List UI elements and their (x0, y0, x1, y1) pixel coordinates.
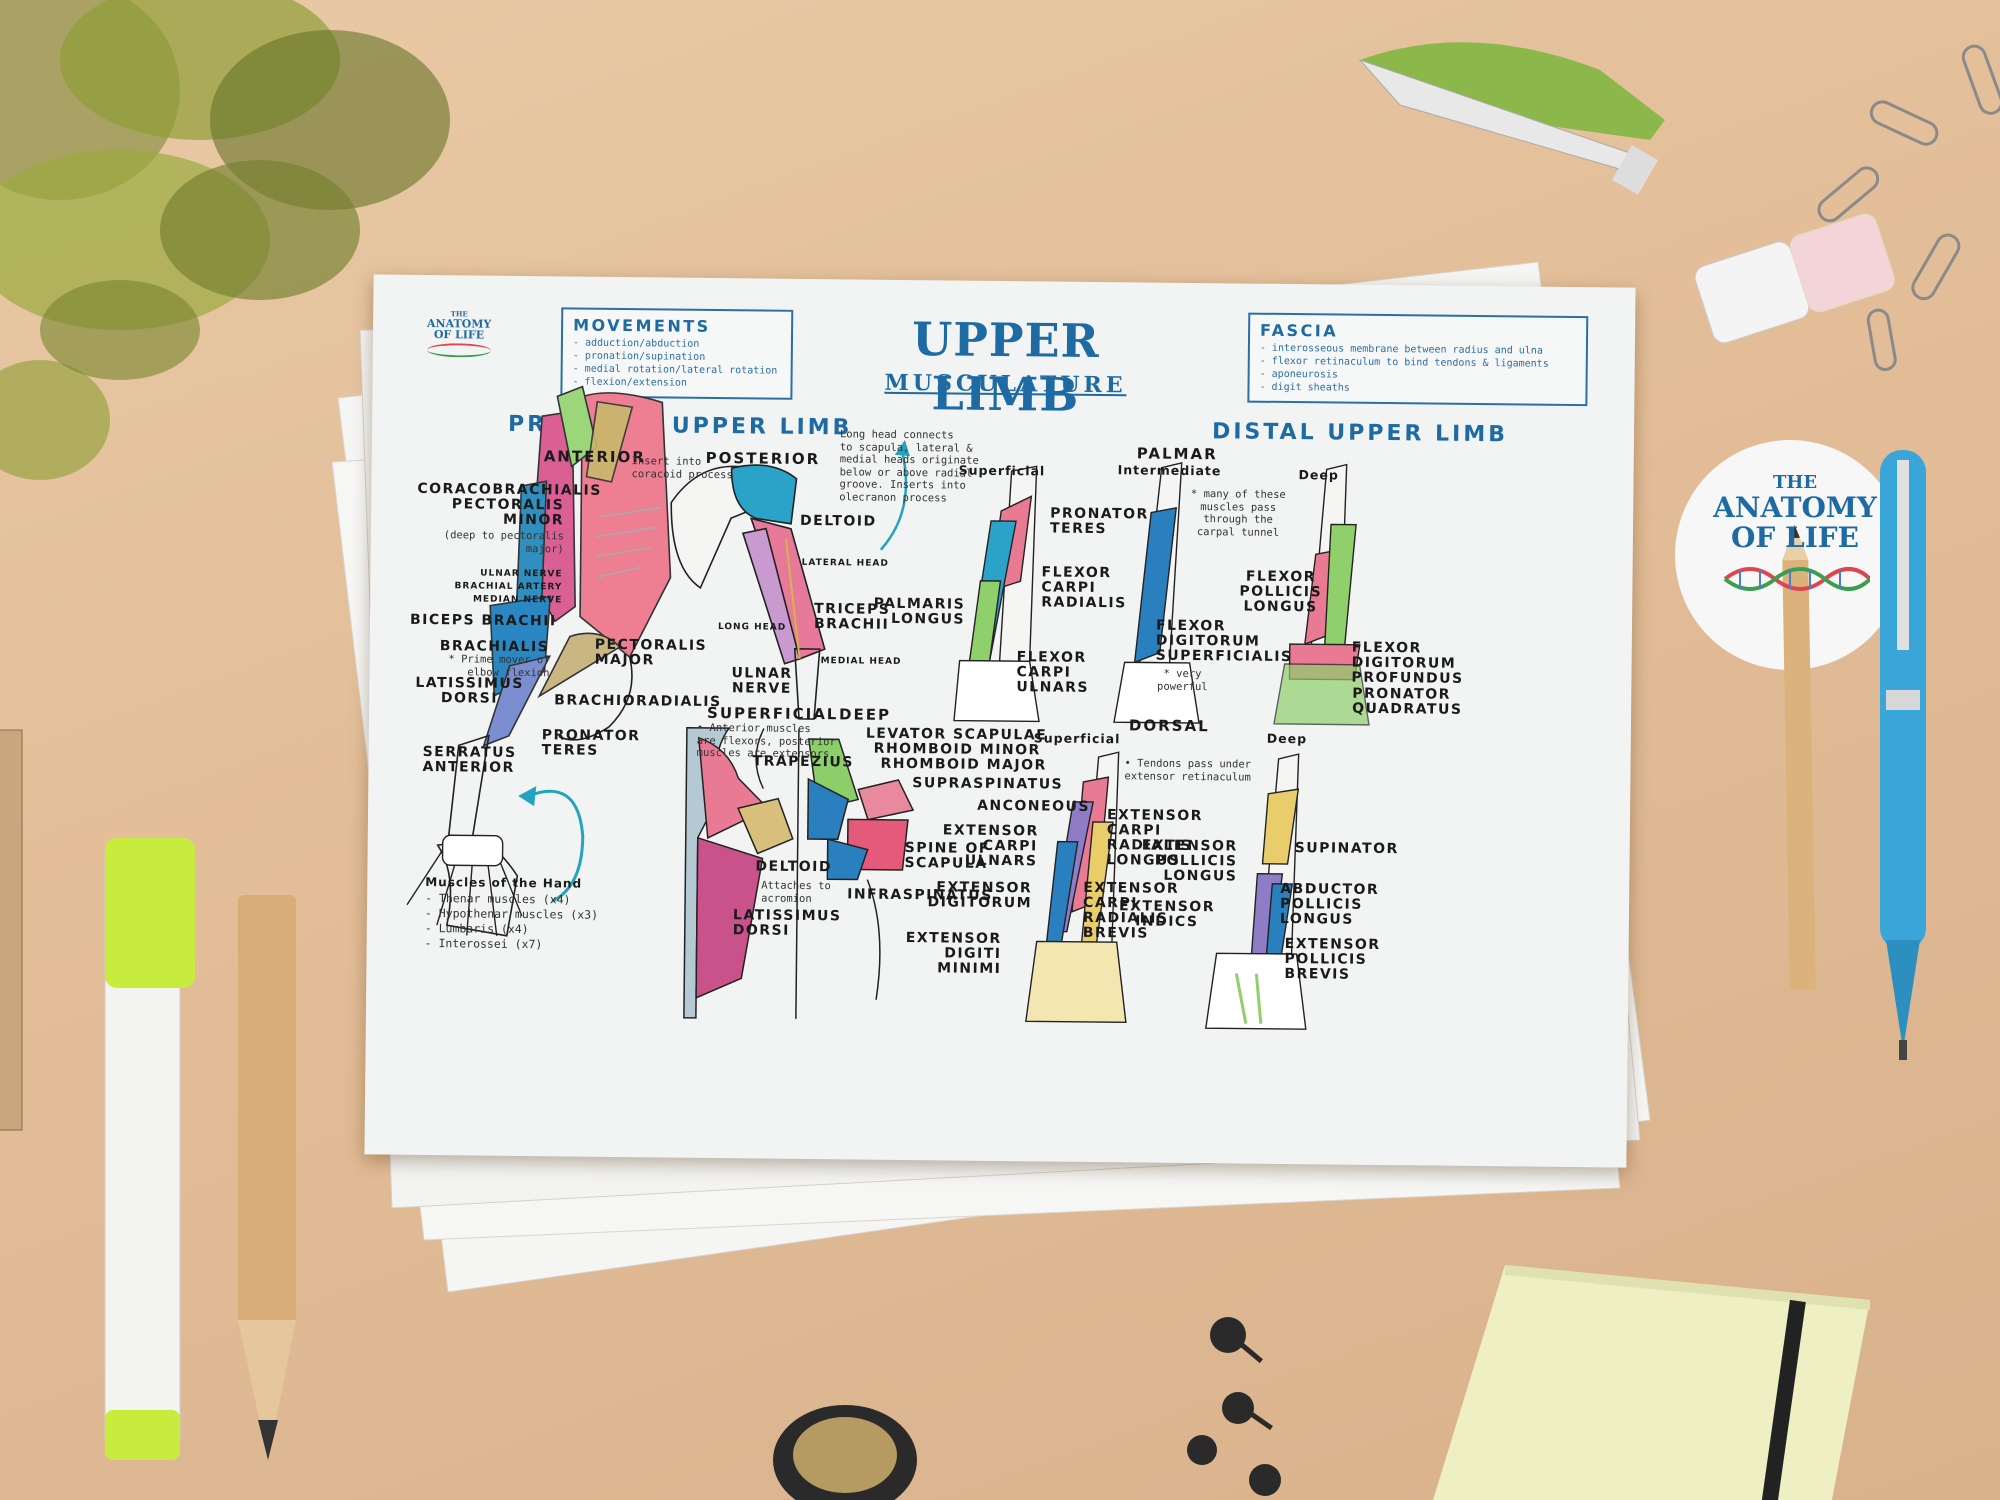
label-latissimus: LATISSIMUS DORSI (415, 674, 525, 707)
label-ulnar-nerve: ULNAR NERVE (731, 665, 793, 697)
label-pronator-teres: PRONATOR TERES (541, 727, 641, 759)
label-trapezius: TRAPEZIUS (752, 753, 854, 771)
label-latissimus-back: LATISSIMUS DORSI (732, 907, 842, 939)
label-supinator: SUPINATOR (1294, 840, 1399, 858)
label-supraspinatus: SUPRASPINATUS (912, 775, 1064, 793)
label-epb: EXTENSOR POLLICIS BREVIS (1284, 935, 1381, 983)
hand-muscle-item: - Interossei (x7) (424, 935, 543, 952)
label-fpl: FLEXOR POLLICIS LONGUS (1239, 568, 1323, 616)
label-fdp: FLEXOR DIGITORUM PROFUNDUS (1351, 639, 1464, 687)
label-brachioradialis: BRACHIORADIALIS (554, 692, 722, 711)
back-superficial-heading: SUPERFICIAL (706, 703, 839, 724)
poster: THE ANATOMY OF LIFE MOVEMENTS - adductio… (364, 274, 1636, 1168)
label-fds: FLEXOR DIGITORUM SUPERFICIALIS (1155, 617, 1293, 666)
posterior-arm-illustration (670, 464, 826, 720)
label-ed: EXTENSOR DIGITORUM (927, 879, 1033, 912)
label-pq: PRONATOR QUADRATUS (1352, 685, 1463, 718)
dorsal-heading: DORSAL (1128, 716, 1210, 736)
stapler (1358, 42, 1665, 195)
sticker-line2: ANATOMY (1713, 491, 1877, 524)
note-fds: * very powerful (1157, 667, 1208, 693)
label-ei: EXTENSOR INDICS (1118, 898, 1216, 931)
label-biceps: BICEPS BRACHII (409, 611, 557, 630)
note-long-head: Long head connects to scapula, lateral &… (839, 428, 979, 504)
sticker-line3: OF LIFE (1730, 521, 1860, 554)
label-median-nerve: MEDIAN NERVE (472, 594, 563, 606)
curved-arrow-icon (527, 789, 585, 903)
label-lateral-head: LATERAL HEAD (801, 557, 889, 569)
palmar-intermediate: Intermediate (1117, 462, 1222, 479)
label-pectoralis-minor: PECTORALIS MINOR (451, 496, 565, 529)
note-carpal-tunnel: * many of these muscles pass through the… (1190, 487, 1286, 539)
arrowhead-icon (894, 439, 910, 457)
anterior-heading: ANTERIOR (543, 447, 646, 467)
label-deltoid-post: DELTOID (800, 512, 877, 530)
dorsal-deep: Deep (1266, 730, 1308, 747)
label-pronator-teres-d: PRONATOR TERES (1049, 505, 1149, 538)
arrow-icon (879, 449, 908, 551)
note-pectoralis-minor: (deep to pectoralis major) (443, 529, 564, 555)
ruler (0, 729, 23, 1131)
label-epl: EXTENSOR POLLICIS LONGUS (1141, 837, 1238, 885)
forearm-palmar-intermediate (1113, 461, 1200, 724)
label-deltoid-back: DELTOID (755, 858, 833, 876)
label-palmaris: PALMARIS LONGUS (873, 595, 966, 628)
pencil-right (1782, 524, 1816, 991)
back-deep-heading: DEEP (838, 705, 892, 724)
paper-clips (1817, 44, 2000, 372)
anterior-arm-illustration (436, 385, 672, 937)
highlighter (104, 838, 195, 1460)
label-ecu: EXTENSOR CARPI ULNARS (942, 822, 1039, 870)
label-fcr: FLEXOR CARPI RADIALIS (1041, 564, 1127, 612)
forearm-dorsal-superficial (1025, 751, 1127, 1024)
sticker: THE ANATOMY OF LIFE (1700, 473, 1890, 603)
label-serratus: SERRATUS ANTERIOR (422, 743, 517, 776)
hand-skeleton-illustration (406, 834, 523, 936)
back-deep-illustration (806, 738, 915, 1000)
pen (1880, 450, 1926, 1060)
sticker-line1: THE (1772, 472, 1818, 493)
palmar-deep: Deep (1298, 467, 1339, 483)
hand-muscles-title: Muscles of the Hand (425, 874, 583, 891)
plant-leaves (0, 0, 450, 480)
hand-muscles-list: Muscles of the Hand - Thenar muscles (x4… (425, 875, 599, 953)
forearm-dorsal-deep (1204, 753, 1307, 1030)
label-fcu: FLEXOR CARPI ULNARS (1016, 649, 1090, 696)
label-anconeous: ANCONEOUS (977, 797, 1091, 815)
label-apl: ABDUCTOR POLLICIS LONGUS (1279, 880, 1380, 928)
label-medial-head: MEDIAL HEAD (820, 656, 902, 667)
label-rhomboid-major: RHOMBOID MAJOR (880, 755, 1047, 774)
note-coracoid: Insert into coracoid process (631, 455, 733, 481)
label-pectoralis-major: PECTORALIS MAJOR (594, 636, 708, 669)
dna-icon (1723, 567, 1872, 591)
back-superficial-illustration (683, 726, 800, 1019)
palmar-heading: PALMAR (1136, 444, 1218, 464)
note-deltoid-back: Attaches to acromion (761, 879, 831, 905)
note-tendons: • Tendons pass under extensor retinaculu… (1124, 757, 1252, 784)
eraser (1694, 213, 1895, 344)
forearm-palmar-superficial (953, 465, 1040, 723)
label-edm: EXTENSOR DIGITI MINIMI (905, 930, 1002, 978)
pushpins (1187, 1317, 1281, 1496)
pencil-left (238, 895, 296, 1460)
notebook (1433, 1265, 1870, 1500)
anatomy-illustrations (406, 385, 1370, 1030)
label-long-head: LONG HEAD (717, 622, 787, 633)
cup (773, 1405, 917, 1500)
forearm-palmar-deep (1273, 463, 1370, 726)
